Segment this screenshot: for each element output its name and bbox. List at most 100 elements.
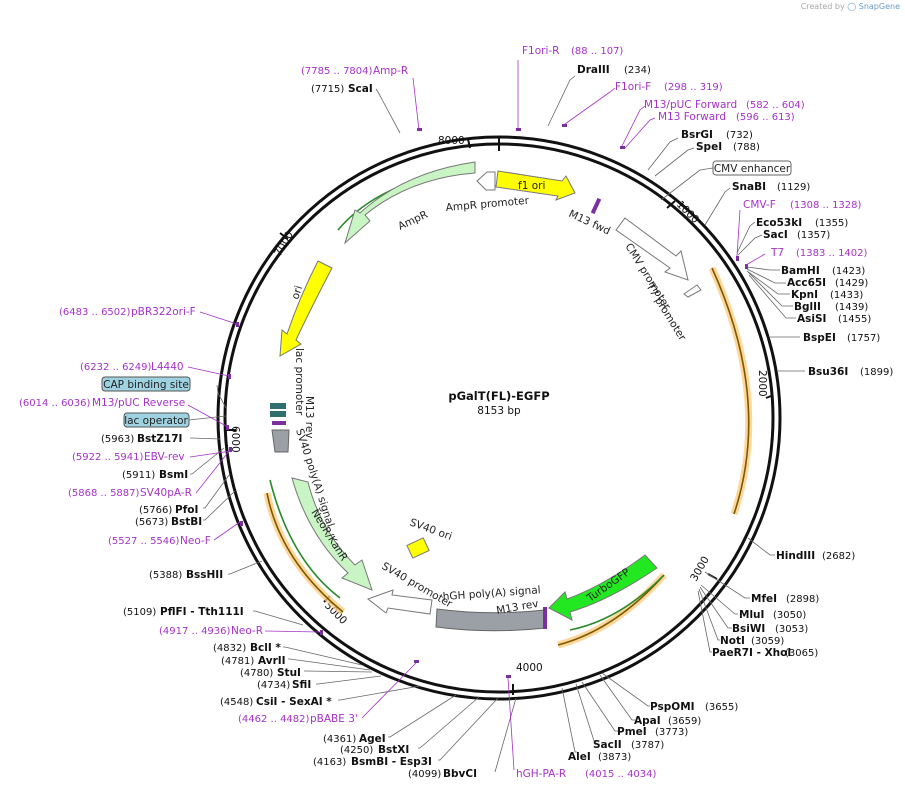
primer-mark-l4440 [228, 374, 231, 379]
enzyme-pflfi-tth111i: PflFI - Tth111I [160, 606, 244, 618]
connector-sfii [316, 675, 382, 685]
feature-label-m13-fwd: M13 fwd [567, 208, 612, 238]
connector-bsrgi [647, 137, 679, 171]
primer-f1ori-r: F1ori-R [522, 45, 559, 57]
enzyme-acc65i-pos: (1429) [835, 278, 868, 289]
primer-cmv-f: CMV-F [743, 199, 776, 211]
neo-orf-line [269, 479, 341, 599]
connector-eco53ki [736, 221, 756, 254]
hgh-polya-box [435, 608, 547, 632]
enzyme-snabi-pos: (1129) [777, 182, 810, 193]
primer-mark-neo-f [240, 521, 243, 526]
enzyme-pmei-pos: (3773) [655, 727, 688, 738]
enzyme-mfei-pos: (2898) [786, 594, 819, 605]
enzyme-draiii-pos: (234) [624, 65, 651, 76]
connector-mfei [704, 571, 750, 599]
snapgene-logo: ◯ SnapGene [847, 2, 900, 11]
enzyme-bstxi-pos: (4250) [340, 745, 373, 756]
lac-operator-label: lac operator [124, 415, 188, 427]
primer-neo-f: Neo-F [180, 535, 211, 547]
primer-pbabe3: pBABE 3' [310, 713, 358, 725]
turbogfp-arrow [548, 554, 658, 621]
enzyme-eco53ki: Eco53kI [756, 217, 802, 229]
primer-connector-neo-f [213, 521, 241, 541]
cmv-promoter-arrow [615, 217, 689, 281]
feature-label-sv40-ori: SV40 ori [408, 517, 454, 543]
feature-label-f1-ori: f1 ori [518, 180, 545, 192]
enzyme-bstxi: BstXI [378, 744, 409, 756]
ampr-arrow [344, 161, 476, 245]
enzyme-paer7i-xhoi: PaeR7I - XhoI [712, 647, 791, 659]
primer-hgh-pa-r-pos: (4015 .. 4034) [585, 769, 657, 780]
primer-connector-m13-fwd [624, 117, 656, 149]
primer-t7-pos: (1383 .. 1402) [796, 248, 868, 259]
enzyme-eco53ki-pos: (1355) [815, 218, 848, 229]
lac-operator-label-box [123, 412, 190, 428]
connector-spei [654, 147, 695, 177]
enzyme-bbvci: BbvCI [443, 768, 477, 780]
enzyme-sacii: SacII [593, 739, 622, 751]
connector-alei [561, 687, 577, 753]
connector-pspomi [601, 672, 650, 707]
enzyme-bsmbi-esp3i-pos: (4163) [313, 757, 346, 768]
primer-mark-m13-rev [543, 607, 547, 629]
primer-l4440-pos: (6232 .. 6249) [80, 362, 152, 373]
tick-8000 [467, 138, 471, 149]
cap-binding-site-label-box [101, 376, 191, 392]
connector-mlui [700, 584, 738, 615]
primer-m13puc-rev-pos: (6014 .. 6036) [19, 398, 91, 409]
connector-stui [304, 670, 373, 673]
box-connectors [188, 167, 714, 421]
connector-bstbi [203, 490, 236, 521]
connector-bsmi [190, 447, 225, 475]
primer-connector-m13puc-rev [187, 404, 229, 428]
primer-connector-amp-r [412, 77, 420, 131]
tick-1000 [666, 200, 676, 209]
primer-f1ori-r-pos: (88 .. 107) [571, 46, 623, 57]
connector-acc65i [746, 268, 786, 284]
primer-marks [226, 124, 748, 678]
tick-label-7000: 7000 [272, 229, 296, 258]
feature-label-m13-rev-lac: M13 rev [303, 396, 315, 439]
primer-connector-m13puc-fwd [621, 105, 646, 147]
enzyme-stui-pos: (4780) [240, 668, 273, 679]
connector-draiii [547, 75, 576, 127]
connector-bstz17i [190, 437, 221, 440]
primer-ebv-rev: EBV-rev [144, 451, 185, 463]
primer-connector-hgh-pa-r [507, 677, 515, 771]
connector-cap-binding-site [216, 384, 227, 409]
credit-prefix: Created by [800, 2, 845, 11]
enzyme-bsmi-pos: (5911) [122, 470, 155, 481]
connector-asisi [748, 274, 796, 319]
enzyme-mfei: MfeI [751, 593, 777, 605]
plasmid-name: pGalT(FL)-EGFP [448, 389, 549, 403]
primer-neo-r-pos: (4917 .. 4936) [159, 626, 231, 637]
enzyme-kpni: KpnI [791, 289, 818, 301]
primer-connector-pbr322ori-f [199, 311, 238, 325]
connector-bstxi [418, 696, 480, 749]
enzyme-pflfi-tth111i-pos: (5109) [123, 607, 156, 618]
orf-arc-1 [711, 267, 750, 515]
connector-hindiii [747, 537, 775, 556]
primer-mark-cmv-f [736, 256, 739, 261]
primer-connector-neo-r [264, 630, 321, 633]
enzyme-pfoi-pos: (5766) [139, 505, 172, 516]
primer-m13puc-fwd: M13/pUC Forward [644, 99, 737, 111]
connector-bbvci [494, 697, 517, 773]
enzyme-scai: ScaI [348, 83, 373, 95]
connector-bsshii [228, 560, 263, 575]
enzyme-draiii: DraIII [577, 64, 610, 76]
enzyme-hindiii: HindIII [776, 550, 815, 562]
enzyme-bsshii-pos: (5388) [149, 570, 182, 581]
primer-mark-neo-r [320, 630, 323, 635]
enzyme-bsshii: BssHII [186, 569, 223, 581]
enzyme-snabi: SnaBI [732, 181, 766, 193]
tick-label-2000: 2000 [756, 370, 768, 397]
connector-pfoi [203, 474, 230, 509]
primer-mark-amp-r [417, 128, 422, 131]
primer-amp-r: Amp-R [373, 65, 408, 77]
primer-m13puc-fwd-pos: (582 .. 604) [746, 100, 805, 111]
enzyme-kpni-pos: (1433) [830, 290, 863, 301]
primer-cmv-f-pos: (1308 .. 1328) [790, 200, 862, 211]
primer-hgh-pa-r: hGH-PA-R [516, 768, 566, 780]
